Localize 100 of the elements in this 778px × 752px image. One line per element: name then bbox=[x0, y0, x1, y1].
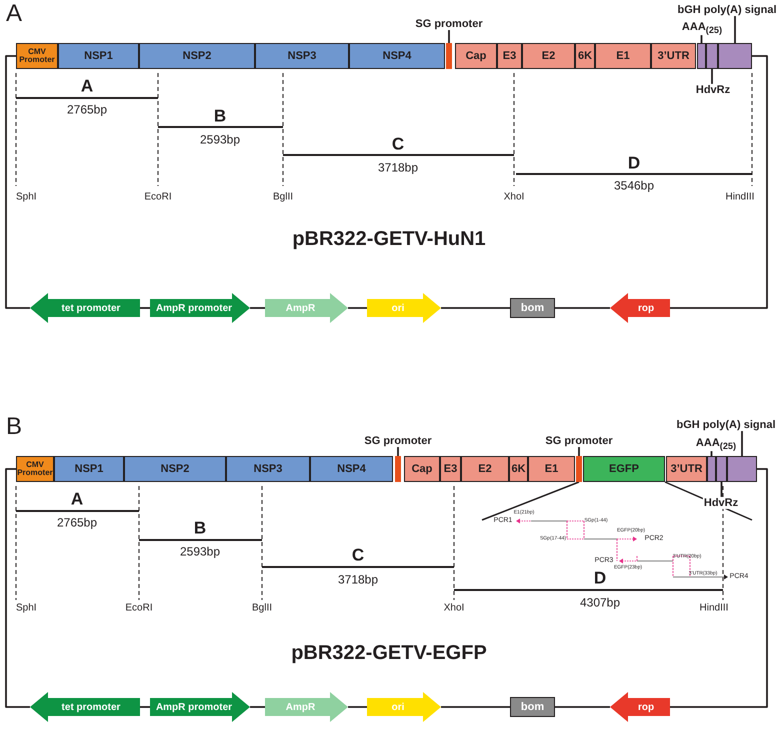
gene-segment: E1 bbox=[528, 456, 575, 482]
restriction-site: EcoRI bbox=[144, 192, 172, 202]
backbone-line bbox=[670, 468, 768, 708]
gene-segment: E3 bbox=[497, 43, 522, 69]
leader-line bbox=[397, 447, 399, 456]
gene-segment: EGFP bbox=[583, 456, 665, 482]
gene-feature: ori bbox=[367, 692, 441, 722]
gene-segment: NSP1 bbox=[54, 456, 124, 482]
promoter-bar bbox=[395, 456, 401, 482]
gene-feature: AmpR bbox=[265, 293, 348, 323]
leader-line bbox=[720, 482, 722, 497]
backbone-line bbox=[140, 307, 150, 309]
segment-box bbox=[718, 43, 752, 69]
fragment-size: 4307bp bbox=[580, 596, 620, 610]
feature-label: bGH poly(A) signal bbox=[676, 418, 776, 432]
gene-feature: rop bbox=[610, 692, 670, 722]
gene-box: bom bbox=[510, 697, 555, 717]
promoter-segment: CMV Promoter bbox=[16, 456, 54, 482]
backbone-line bbox=[348, 307, 367, 309]
gene-feature: tet promoter bbox=[30, 293, 140, 323]
restriction-site: XhoI bbox=[504, 192, 524, 202]
backbone-line bbox=[348, 706, 367, 708]
gene-segment: 3’UTR bbox=[666, 456, 707, 482]
backbone-line bbox=[5, 468, 30, 708]
gene-segment: E1 bbox=[595, 43, 651, 69]
segment-box bbox=[727, 456, 757, 482]
backbone-line bbox=[441, 307, 510, 309]
leader-line bbox=[700, 35, 702, 43]
plasmid-title: pBR322-GETV-HuN1 bbox=[292, 228, 486, 250]
leader-line bbox=[710, 451, 712, 456]
fragment-letter: C bbox=[392, 136, 404, 154]
backbone-line bbox=[555, 307, 610, 309]
restriction-site: BglII bbox=[273, 192, 293, 202]
fragment-letter: C bbox=[352, 546, 364, 566]
feature-label: bGH poly(A) signal bbox=[676, 4, 778, 16]
backbone-line bbox=[140, 706, 150, 708]
leader-line bbox=[448, 30, 450, 43]
leader-line bbox=[741, 431, 743, 456]
feature-label: HdvRz bbox=[702, 496, 740, 510]
fragment-size: 2593bp bbox=[200, 133, 240, 147]
fragment-letter: B bbox=[194, 520, 206, 538]
fragment-letter: B bbox=[214, 108, 226, 126]
gene-box: bom bbox=[510, 298, 555, 318]
leader-line bbox=[578, 447, 580, 456]
segment-box bbox=[716, 456, 727, 482]
feature-label: HdvRz bbox=[694, 84, 732, 96]
fragment-size: 2765bp bbox=[66, 103, 108, 117]
feature-label: AAA$_{(25)}$ bbox=[680, 20, 724, 36]
segment-box bbox=[706, 43, 718, 69]
promoter-bar bbox=[576, 456, 582, 482]
feature-label: AAA$_{(25)}$ bbox=[694, 436, 738, 452]
feature-label: SG promoter bbox=[363, 434, 433, 448]
restriction-site: BglII bbox=[252, 602, 272, 614]
backbone-line bbox=[5, 55, 30, 309]
gene-segment: NSP3 bbox=[226, 456, 310, 482]
fragment-letter: A bbox=[70, 490, 84, 510]
feature-label: SG promoter bbox=[414, 18, 484, 30]
gene-segment: NSP3 bbox=[255, 43, 349, 69]
fragment-letter: D bbox=[594, 570, 606, 588]
fragment-letter: A bbox=[80, 78, 94, 96]
gene-segment: E2 bbox=[461, 456, 509, 482]
leader-line bbox=[711, 69, 713, 84]
gene-segment: 3’UTR bbox=[651, 43, 696, 69]
restriction-site: SphI bbox=[16, 192, 37, 202]
gene-feature: ori bbox=[367, 293, 441, 323]
backbone-line bbox=[670, 55, 768, 309]
gene-segment: NSP4 bbox=[310, 456, 393, 482]
promoter-segment: CMV Promoter bbox=[16, 43, 58, 69]
fragment-size: 3718bp bbox=[378, 161, 418, 175]
gene-feature: rop bbox=[610, 293, 670, 323]
gene-segment: 6K bbox=[509, 456, 528, 482]
promoter-bar bbox=[446, 43, 452, 69]
gene-feature: AmpR promoter bbox=[150, 293, 250, 323]
gene-segment: NSP1 bbox=[58, 43, 139, 69]
restriction-site: HindIII bbox=[700, 602, 728, 614]
gene-segment: 6K bbox=[575, 43, 595, 69]
restriction-site: XhoI bbox=[444, 602, 464, 614]
gene-feature: AmpR bbox=[265, 692, 348, 722]
fragment-size: 2765bp bbox=[56, 516, 98, 530]
gene-segment: Cap bbox=[455, 43, 497, 69]
leader-line bbox=[734, 16, 736, 43]
gene-segment: E3 bbox=[440, 456, 461, 482]
backbone-line bbox=[250, 307, 265, 309]
gene-segment: Cap bbox=[404, 456, 440, 482]
gene-segment: NSP2 bbox=[124, 456, 226, 482]
backbone-line bbox=[250, 706, 265, 708]
feature-label: SG promoter bbox=[544, 434, 614, 448]
fragment-letter: D bbox=[628, 154, 640, 174]
gene-segment: NSP2 bbox=[139, 43, 255, 69]
fragment-size: 3546bp bbox=[614, 179, 654, 193]
backbone-line bbox=[441, 706, 510, 708]
fragment-size: 3718bp bbox=[338, 573, 378, 587]
backbone-line bbox=[555, 706, 610, 708]
segment-box bbox=[707, 456, 716, 482]
plasmid-title: pBR322-GETV-EGFP bbox=[291, 642, 487, 664]
restriction-site: HindIII bbox=[726, 192, 754, 202]
panel-letter: B bbox=[6, 414, 22, 440]
gene-segment: E2 bbox=[522, 43, 575, 69]
fragment-size: 2593bp bbox=[180, 545, 220, 559]
panel-letter: A bbox=[6, 0, 22, 28]
